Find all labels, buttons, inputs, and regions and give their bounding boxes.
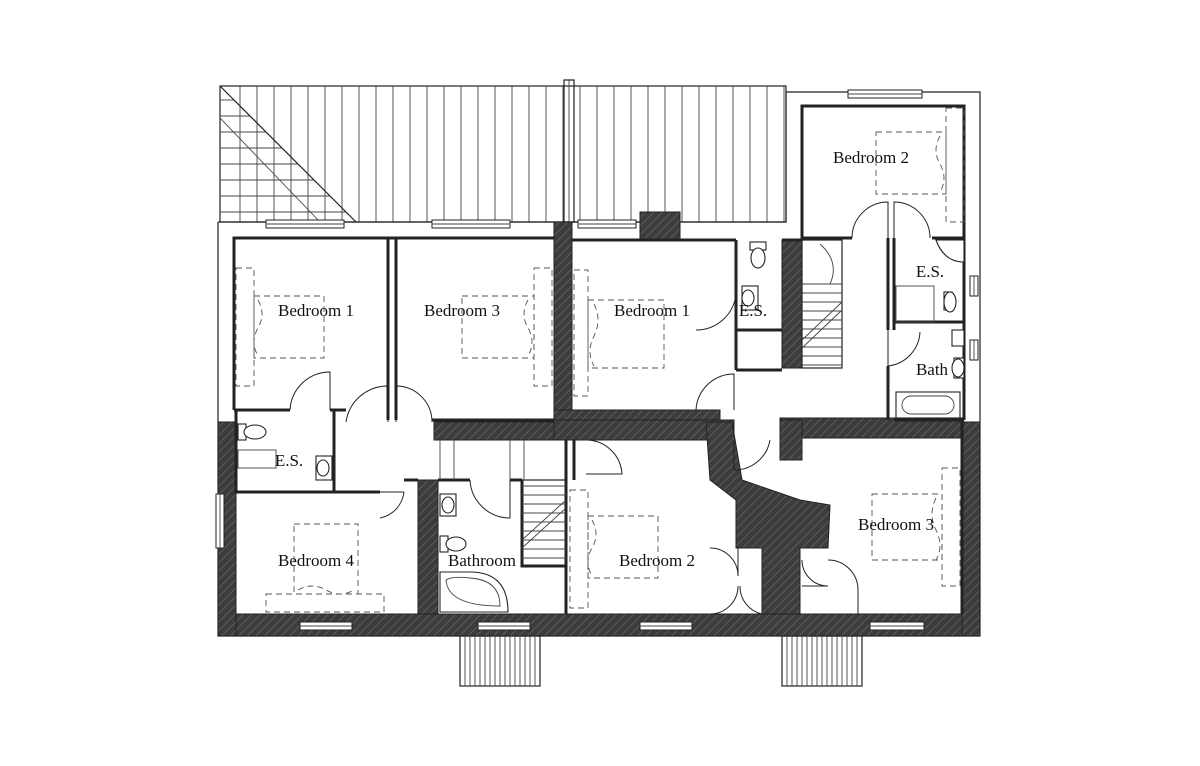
toilet-icon — [237, 423, 267, 441]
bed-west-4 — [265, 523, 385, 613]
room-label-west-bedroom-4: Bedroom 4 — [278, 551, 355, 570]
bed-east-2-lower — [569, 489, 659, 609]
room-label-east-en-suite-2: E.S. — [916, 262, 944, 281]
window — [847, 89, 923, 99]
room-label-east-bedroom-2-lower: Bedroom 2 — [619, 551, 695, 570]
staircase-central — [439, 440, 567, 567]
basin-icon — [951, 329, 965, 347]
window — [639, 621, 693, 631]
bed-west-3 — [461, 267, 553, 387]
basin-icon — [439, 493, 457, 517]
entrance-steps — [459, 635, 863, 687]
room-label-bathroom: Bathroom — [448, 551, 516, 570]
bed-east-3 — [871, 467, 961, 587]
window — [265, 219, 345, 229]
room-label-east-en-suite-1: E.S. — [739, 301, 767, 320]
basin-icon — [315, 455, 333, 481]
bed-west-1 — [235, 267, 325, 387]
doors — [289, 201, 931, 615]
room-labels: Bedroom 1 Bedroom 3 E.S. Bedroom 4 Bathr… — [275, 148, 949, 570]
window — [869, 621, 925, 631]
entrance-step-group — [459, 635, 541, 687]
room-label-east-bedroom-3: Bedroom 3 — [858, 515, 934, 534]
bed-east-1 — [573, 269, 665, 397]
window — [969, 339, 979, 361]
shower-tray — [895, 285, 935, 323]
room-label-west-bedroom-3: Bedroom 3 — [424, 301, 500, 320]
toilet-icon — [749, 241, 767, 269]
roof-canopy — [219, 79, 787, 223]
room-label-west-en-suite: E.S. — [275, 451, 303, 470]
basin-icon — [935, 239, 965, 263]
bed-east-2-upper — [875, 107, 965, 223]
window — [215, 493, 225, 549]
toilet-icon — [951, 357, 965, 379]
bathtub-icon — [895, 391, 961, 419]
structural-walls — [217, 211, 981, 637]
window — [577, 219, 637, 229]
room-label-east-bedroom-2-upper: Bedroom 2 — [833, 148, 909, 167]
room-label-west-bedroom-1: Bedroom 1 — [278, 301, 354, 320]
window — [969, 275, 979, 297]
shower-tray — [237, 449, 277, 469]
entrance-step-group — [781, 635, 863, 687]
staircase-east — [801, 239, 843, 369]
basin-icon — [741, 285, 759, 311]
room-label-bath: Bath — [916, 360, 949, 379]
interior-walls — [232, 104, 966, 614]
roof-hip — [219, 85, 357, 223]
room-label-east-bedroom-1: Bedroom 1 — [614, 301, 690, 320]
window — [477, 621, 531, 631]
window — [431, 219, 511, 229]
fixtures — [237, 239, 965, 613]
windows — [215, 89, 979, 631]
beds — [235, 107, 965, 613]
window — [299, 621, 353, 631]
toilet-icon — [439, 535, 467, 553]
toilet-icon — [943, 291, 957, 313]
corner-bath-icon — [439, 571, 509, 613]
